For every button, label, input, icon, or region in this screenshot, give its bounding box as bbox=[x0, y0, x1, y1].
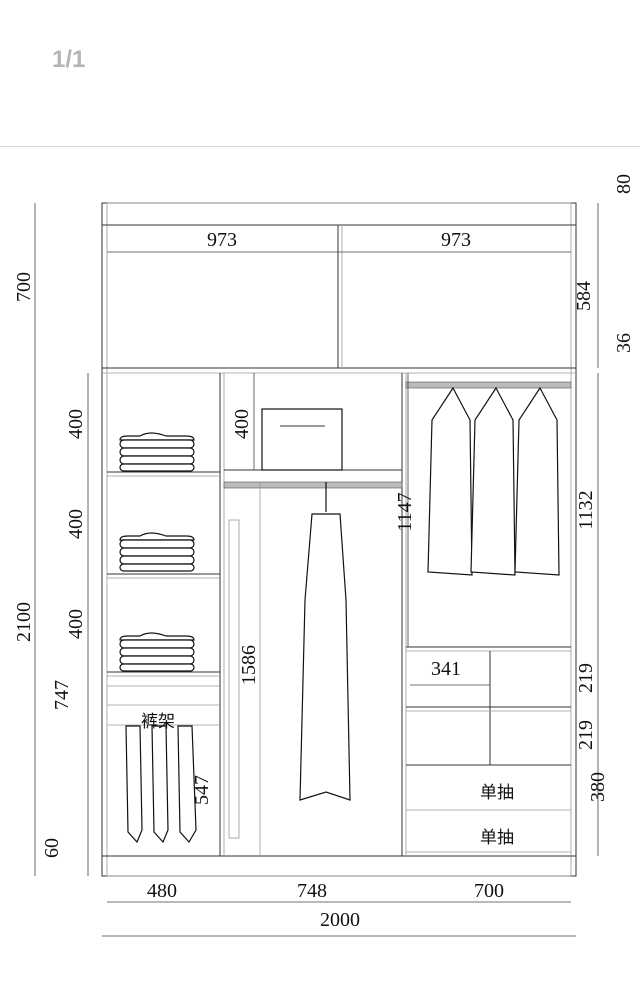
dimension-lines bbox=[34, 203, 599, 937]
dim-right-hanging-side: 1132 bbox=[575, 490, 597, 529]
dim-pants-area: 747 bbox=[51, 680, 73, 710]
header-divider bbox=[0, 146, 640, 147]
dim-plinth: 60 bbox=[41, 838, 63, 858]
dim-middle-hanging: 1586 bbox=[238, 645, 260, 685]
middle-compartment bbox=[223, 408, 403, 856]
dim-right-width: 700 bbox=[474, 880, 504, 902]
drawer-label-2: 单抽 bbox=[480, 828, 514, 848]
dim-top-trim: 80 bbox=[613, 174, 635, 194]
dim-total-width: 2000 bbox=[320, 909, 360, 931]
folded-clothes-icon bbox=[119, 432, 195, 672]
dim-left-shelf-1: 400 bbox=[65, 409, 87, 439]
dim-door-left: 973 bbox=[207, 229, 237, 251]
dim-cell-1: 219 bbox=[575, 663, 597, 693]
dim-panel: 36 bbox=[613, 333, 635, 353]
dim-cell-2: 219 bbox=[575, 720, 597, 750]
hanging-jackets-icon bbox=[427, 386, 560, 576]
dim-middle-top-shelf: 400 bbox=[231, 409, 253, 439]
dim-cell-width: 341 bbox=[431, 658, 461, 680]
dim-top-height: 700 bbox=[13, 272, 35, 302]
left-shelves bbox=[107, 471, 220, 726]
dim-left-shelf-2: 400 bbox=[65, 509, 87, 539]
wardrobe-frame bbox=[101, 202, 577, 877]
storage-box-icon bbox=[261, 408, 343, 471]
dim-right-hanging: 1147 bbox=[394, 492, 416, 531]
dim-pants-length: 547 bbox=[191, 775, 213, 805]
page-indicator: 1/1 bbox=[52, 46, 86, 73]
right-compartment bbox=[405, 381, 572, 853]
hanging-pants-icon bbox=[125, 725, 197, 844]
drawer-label-1: 单抽 bbox=[480, 783, 514, 803]
dim-drawers: 380 bbox=[587, 772, 609, 802]
dim-total-height: 2100 bbox=[13, 602, 35, 642]
pants-rack-label: 裤架 bbox=[141, 712, 175, 732]
hanging-coat-icon bbox=[299, 482, 351, 801]
dim-door-right: 973 bbox=[441, 229, 471, 251]
dim-left-width: 480 bbox=[147, 880, 177, 902]
dim-middle-width: 748 bbox=[297, 880, 327, 902]
dim-top-inner: 584 bbox=[573, 281, 595, 311]
dim-left-shelf-3: 400 bbox=[65, 609, 87, 639]
